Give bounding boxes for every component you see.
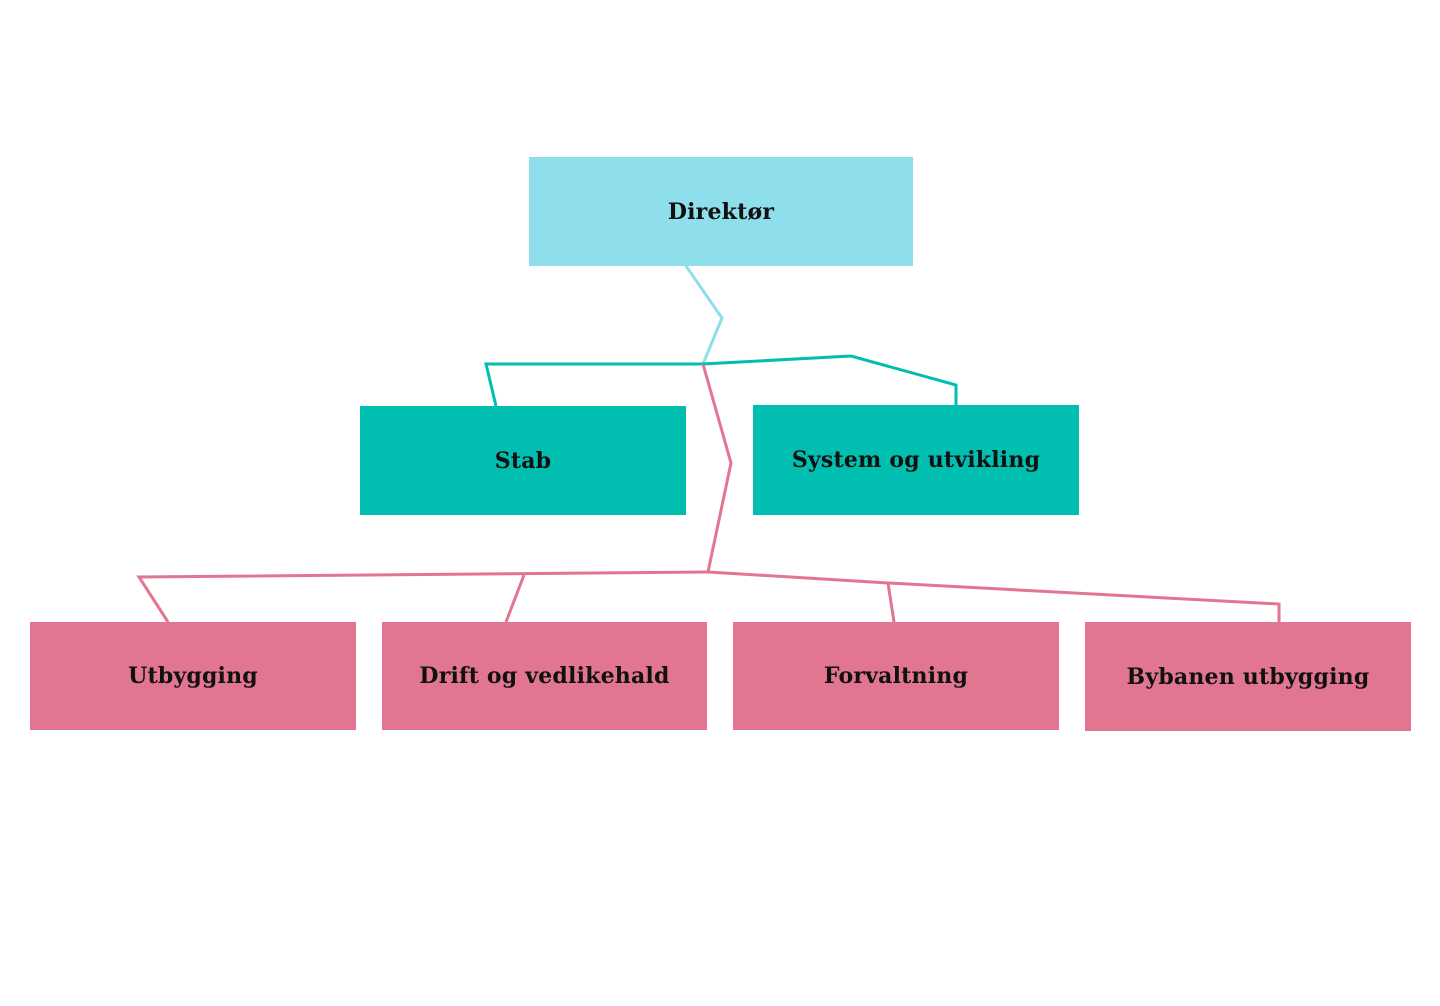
node-director[interactable]: Direktør <box>529 157 913 266</box>
connector-director-staff <box>684 265 724 365</box>
node-bybanen-utbygging[interactable]: Bybanen utbygging <box>1085 622 1411 731</box>
node-bybanen-label: Bybanen utbygging <box>1126 663 1370 690</box>
node-stab-label: Stab <box>494 447 552 474</box>
connector-drift <box>504 574 526 623</box>
connector-utbygging <box>136 570 709 623</box>
node-drift-og-vedlikehald[interactable]: Drift og vedlikehald <box>382 622 707 730</box>
connector-department-trunk <box>701 363 733 573</box>
node-system-label: System og utvikling <box>791 447 1041 473</box>
node-utbygging[interactable]: Utbygging <box>30 622 356 730</box>
connector-stab <box>484 362 703 407</box>
node-director-label: Direktør <box>667 198 775 225</box>
node-utbygging-label: Utbygging <box>128 663 258 689</box>
node-forvaltning[interactable]: Forvaltning <box>733 622 1059 730</box>
connector-forvaltning <box>886 582 896 623</box>
node-drift-label: Drift og vedlikehald <box>419 663 670 689</box>
node-system-og-utvikling[interactable]: System og utvikling <box>753 405 1079 515</box>
connector-forvaltning-bybanen <box>707 570 1281 622</box>
node-stab[interactable]: Stab <box>360 406 686 515</box>
connector-system <box>702 354 958 405</box>
node-forvaltning-label: Forvaltning <box>823 663 969 689</box>
